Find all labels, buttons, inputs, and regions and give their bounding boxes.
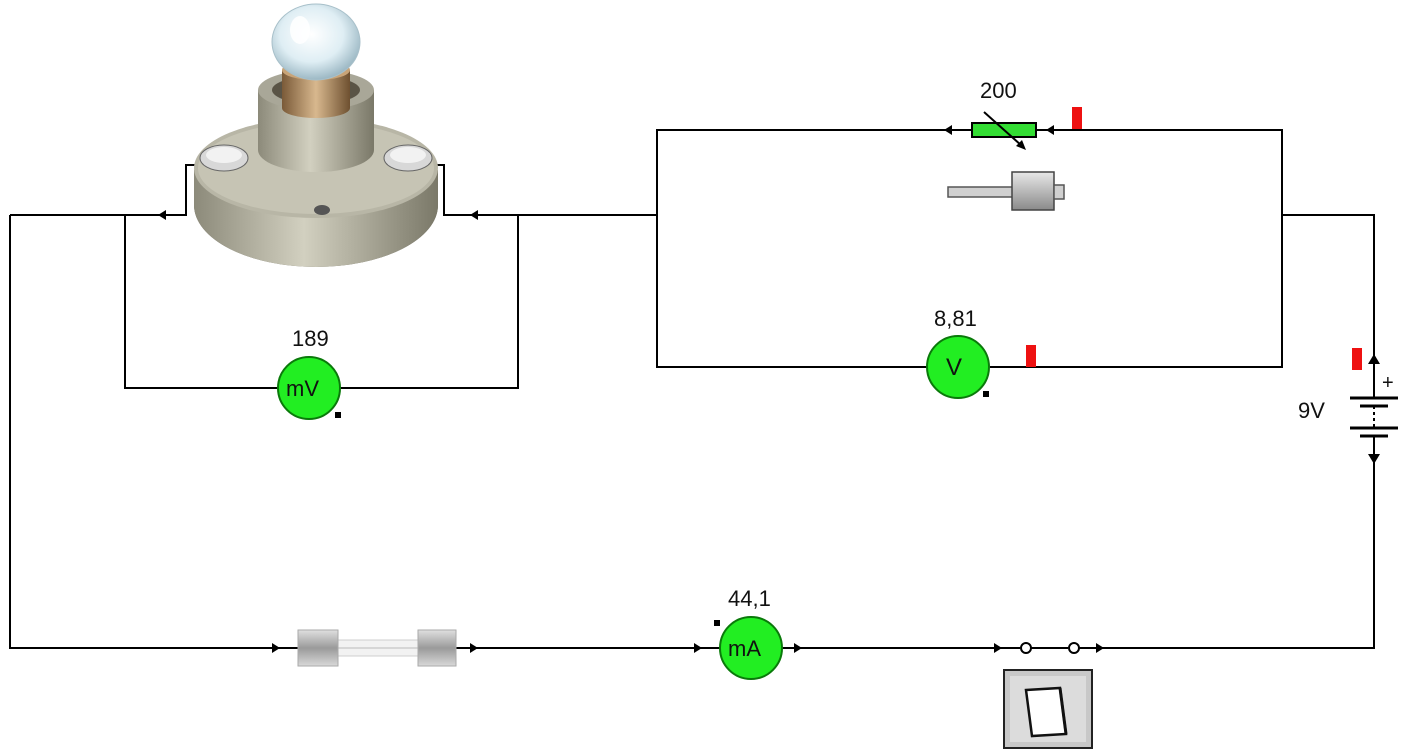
battery-voltage-label: 9V [1298, 398, 1325, 423]
rheostat[interactable] [971, 107, 1082, 150]
arrow [158, 210, 166, 220]
wire-lamp-right [432, 164, 657, 216]
marker [1026, 345, 1036, 367]
rheostat-value-label: 200 [980, 78, 1017, 103]
voltmeter-symbol: V [946, 354, 963, 381]
wires [9, 129, 1375, 649]
meter-corner-dot [335, 412, 341, 418]
wire-top-left [10, 164, 200, 216]
millivoltmeter-symbol: mV [286, 376, 319, 401]
arrow [1368, 354, 1380, 364]
slider-knob-icon[interactable] [947, 171, 1065, 211]
milliammeter-reading-label: 44,1 [728, 586, 771, 611]
arrow [994, 643, 1002, 653]
arrow [470, 210, 478, 220]
arrow [944, 125, 952, 135]
millivoltmeter[interactable] [277, 356, 341, 420]
voltmeter[interactable] [926, 335, 1036, 399]
arrow [794, 643, 802, 653]
battery-plus-label: + [1382, 372, 1394, 394]
rheostat-arrow-head [1016, 140, 1026, 150]
milliammeter[interactable] [714, 616, 783, 680]
fuse-icon[interactable] [297, 629, 457, 667]
switch-contacts [1018, 642, 1100, 654]
battery-icon[interactable] [1350, 364, 1398, 454]
wire-left-outer [9, 215, 300, 649]
wire-right-top [1282, 214, 1375, 398]
marker [1352, 348, 1362, 370]
wire-right-bottom [1100, 436, 1375, 649]
marker [1072, 107, 1082, 129]
meter-corner-dot [714, 620, 720, 626]
milliammeter-symbol: mA [728, 636, 761, 661]
current-arrows [158, 125, 1380, 653]
wire-rheostat-branch [656, 129, 972, 215]
toggle-switch-icon[interactable] [1003, 669, 1093, 749]
arrow [1368, 454, 1380, 464]
rheostat-arrow-line [983, 111, 1023, 147]
wire-rheostat-right [1036, 129, 1283, 215]
arrow [470, 643, 478, 653]
wire-voltmeter-right [990, 215, 1283, 368]
millivoltmeter-reading-label: 189 [292, 326, 329, 351]
wire-voltmeter-branch [656, 215, 928, 368]
light-bulb-icon[interactable] [194, 3, 438, 267]
arrow [694, 643, 702, 653]
wire-mv-loop-right [338, 215, 519, 389]
wire-mv-loop [124, 215, 280, 389]
arrow [1046, 125, 1054, 135]
arrow [272, 643, 280, 653]
voltmeter-reading-label: 8,81 [934, 306, 977, 331]
meter-corner-dot [983, 391, 989, 397]
